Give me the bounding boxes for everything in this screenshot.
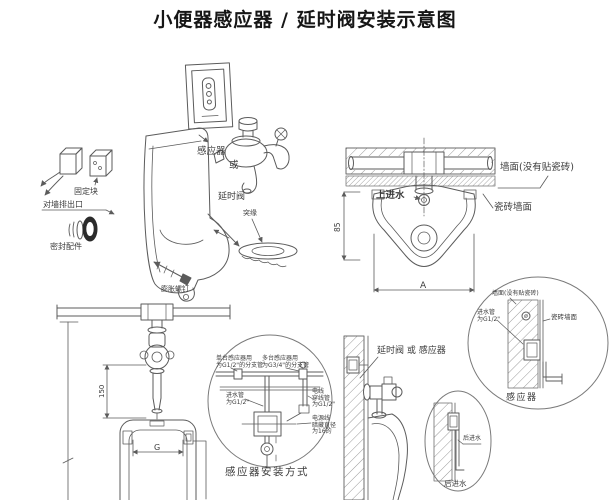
fixing-blocks-drawing [40,147,113,196]
valve-or-sensor-label: 延时阀 或 感应器 [377,346,446,356]
side-view-drawing [343,335,408,500]
delay-valve-label: 延时阀 [218,192,246,202]
top-inlet-label: 上进水 [376,190,405,201]
dim-85-label: 85 [333,222,342,232]
circle-tile-wall-label: 瓷砖墙面 [551,313,577,321]
page-title: 小便器感应器 / 延时阀安装示意图 [153,9,457,31]
sensor-circle-caption: 感应器 [506,393,538,403]
sensor-detail-circle-drawing [467,276,609,410]
install-detail-circle-drawing [207,334,333,469]
dim-g-label: G [154,443,161,452]
multi-branch-label: 多台感应器用 为G3/4"的分支管 [262,355,310,369]
wire-conduit-label: 电线 穿线管 为G1/2" [312,388,336,409]
circle-inlet-pipe-label: 进水管 为G1/2" [477,309,501,323]
top-view-dimensions [341,191,475,293]
wall-outlet-leader [41,209,115,215]
rear-circle-caption: 后进水 [444,479,467,488]
power-line-label: 电源线 暗藏直径 为16的 [312,415,337,436]
rear-inlet-label: 后进水 [463,435,482,442]
sensor-plate-drawing [184,62,234,130]
circle-wall-label: 墙面(没有贴瓷砖) [492,290,539,297]
tile-wall-label: 瓷砖墙面 [494,202,533,213]
seal-fitting-label: 密封配件 [50,242,82,251]
fixing-block-label: 固定块 [74,187,98,196]
single-branch-label: 单台感应器用 为G1/2"的分支管 [216,355,264,369]
dim-150-label: 150 [98,384,106,398]
seal-fitting-drawing [68,216,98,242]
flange-drawing [207,213,298,268]
exploded-view-drawing [40,62,298,302]
flange-label: 突缘 [243,209,257,217]
rear-inlet-circle-drawing [424,390,492,492]
top-view-drawing [341,137,549,293]
wall-no-tile-label: 墙面(没有贴瓷砖) [500,162,574,173]
inlet-pipe-label: 进水管 为G1/2" [226,392,250,406]
delay-valve-drawing [213,117,290,194]
install-detail-caption: 感应器安装方式 [225,466,309,478]
expansion-screw-drawing [153,261,192,286]
front-view-drawing [56,303,231,500]
or-label: 或 [229,160,239,171]
front-view-dimensions [59,321,184,500]
expansion-screw-label: 膨胀螺钉 [161,285,189,293]
wall-outlet-label: 对墙排出口 [43,200,83,209]
dim-a-label: A [420,281,427,291]
sensor-label: 感应器 [197,146,226,157]
